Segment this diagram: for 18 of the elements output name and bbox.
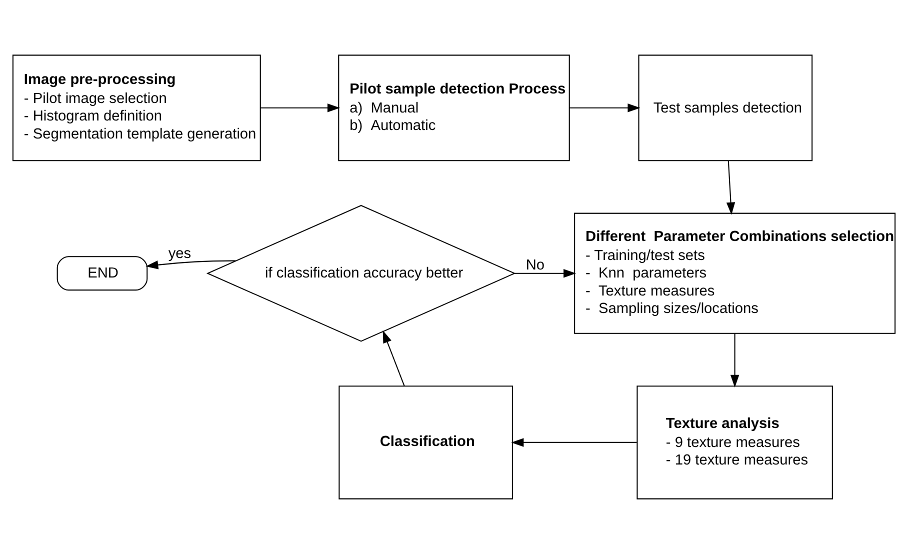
node-box: Different Parameter Combinations selection - Training/test sets - Knn parameters - Texture measures - Sampling sizes/locations — [574, 212, 896, 334]
arrow — [570, 103, 640, 112]
node-box: Pilot sample detection Process a) Manual b) Automatic — [338, 54, 570, 161]
node-box: Texture analysis - 9 texture measures - 19 texture measures — [636, 385, 833, 499]
node-box: Classification — [338, 385, 513, 499]
node-box: Image pre-processing - Pilot image selection - Histogram definition - Segmentation template generation — [12, 54, 261, 161]
node-diamond: if classification accuracy better — [206, 204, 516, 342]
arrow — [260, 103, 340, 112]
edge-label: yes — [168, 246, 192, 262]
node-box: Test samples detection — [638, 54, 813, 161]
arrow — [511, 438, 637, 446]
arrow — [382, 330, 405, 386]
arrow — [726, 160, 736, 214]
arrow — [514, 268, 576, 278]
arrow — [146, 260, 236, 269]
arrow — [730, 333, 740, 387]
edge-label: No — [526, 256, 545, 273]
node-box: END — [56, 256, 148, 290]
